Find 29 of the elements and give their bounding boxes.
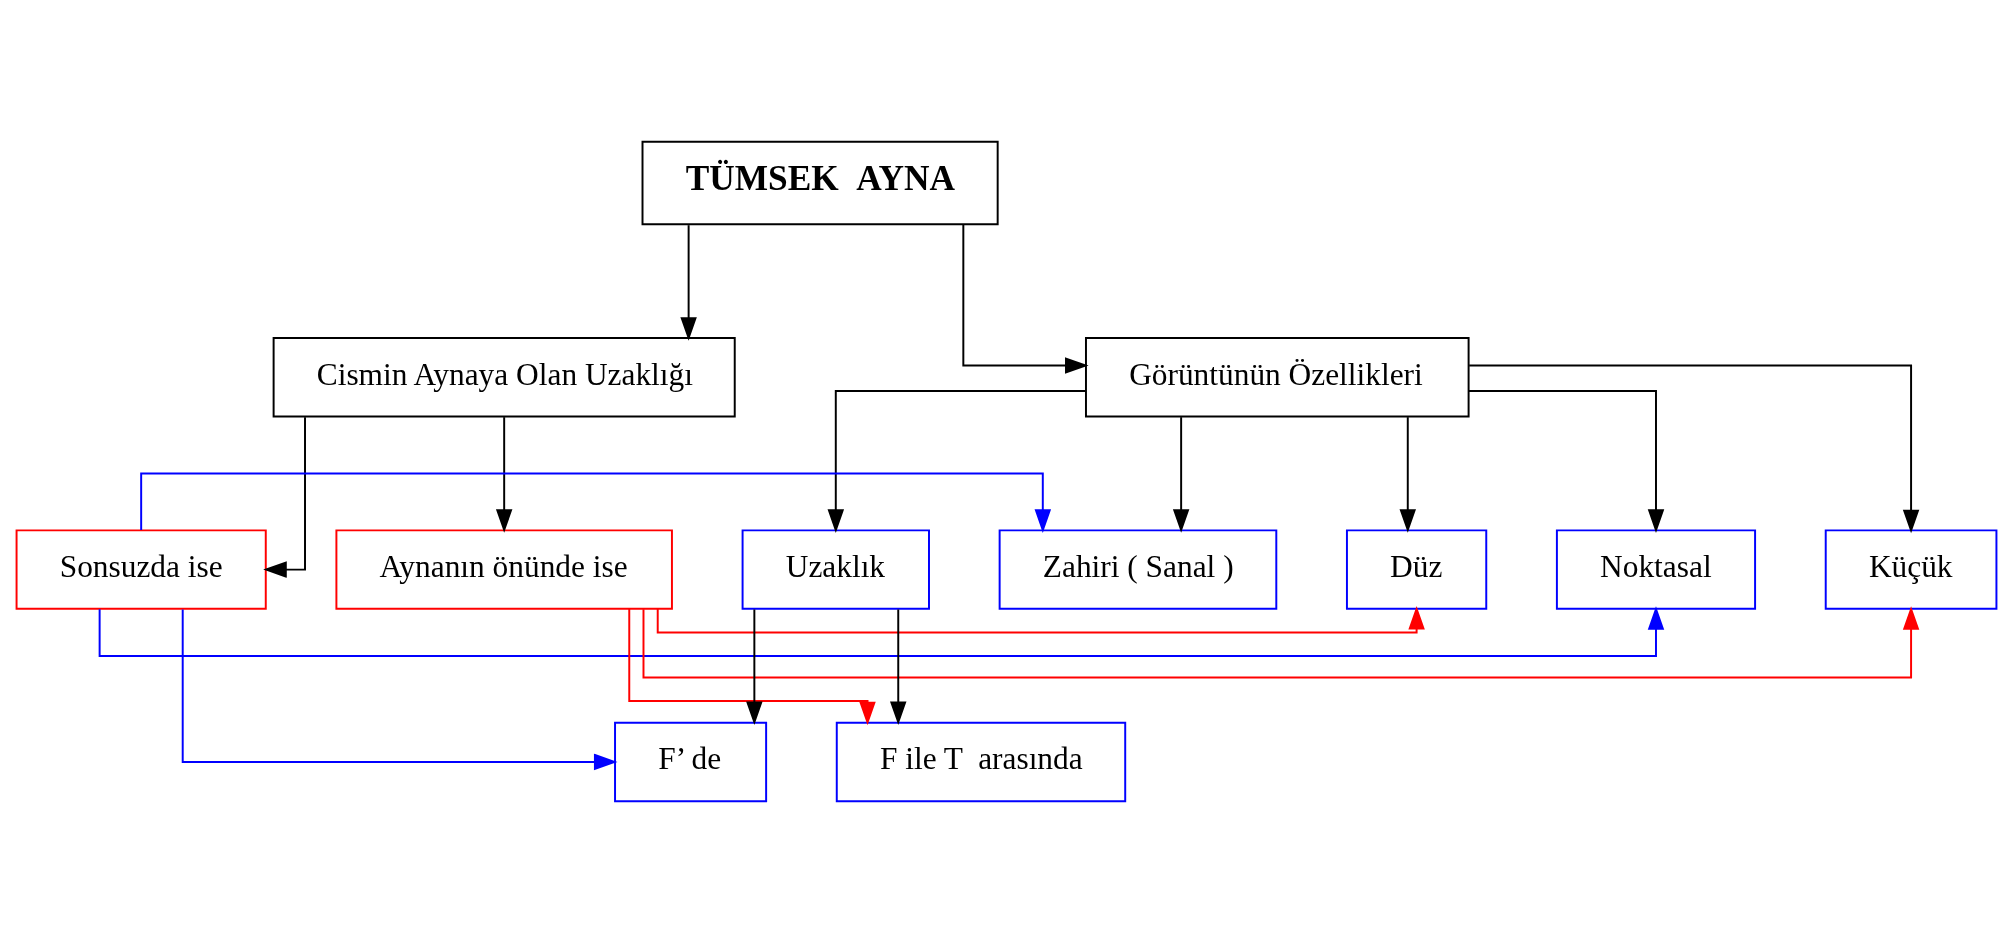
arrow xyxy=(628,607,876,725)
node-box: Küçük xyxy=(1824,528,1998,610)
arrow xyxy=(962,223,1089,374)
node-box: Noktasal xyxy=(1555,528,1757,610)
arrow xyxy=(1399,415,1417,533)
arrow xyxy=(140,471,1052,533)
node-box: Cismin Aynaya Olan Uzaklığı xyxy=(272,336,736,418)
node-box: F ile T arasında xyxy=(835,721,1127,802)
arrow xyxy=(656,605,1425,633)
arrow xyxy=(1172,415,1190,533)
arrow xyxy=(1468,364,1920,533)
arrow xyxy=(495,415,513,533)
arrow xyxy=(263,415,306,578)
node-box: Görüntünün Özellikleri xyxy=(1085,336,1470,418)
arrow xyxy=(181,608,618,770)
arrow xyxy=(890,608,907,725)
node-box: TÜMSEK AYNA xyxy=(641,140,999,225)
arrow xyxy=(98,605,1665,657)
node-box: Düz xyxy=(1345,528,1488,610)
node-box: Zahiri ( Sanal ) xyxy=(998,528,1278,610)
arrow xyxy=(827,389,1087,533)
node-box: Uzaklık xyxy=(741,528,930,610)
arrow xyxy=(1467,389,1665,533)
arrow xyxy=(746,608,763,725)
arrow xyxy=(680,223,697,341)
node-box: Aynanın önünde ise xyxy=(335,528,673,610)
arrow xyxy=(642,605,1920,678)
node-box: Sonsuzda ise xyxy=(15,528,267,610)
node-box: F’ de xyxy=(614,721,768,802)
